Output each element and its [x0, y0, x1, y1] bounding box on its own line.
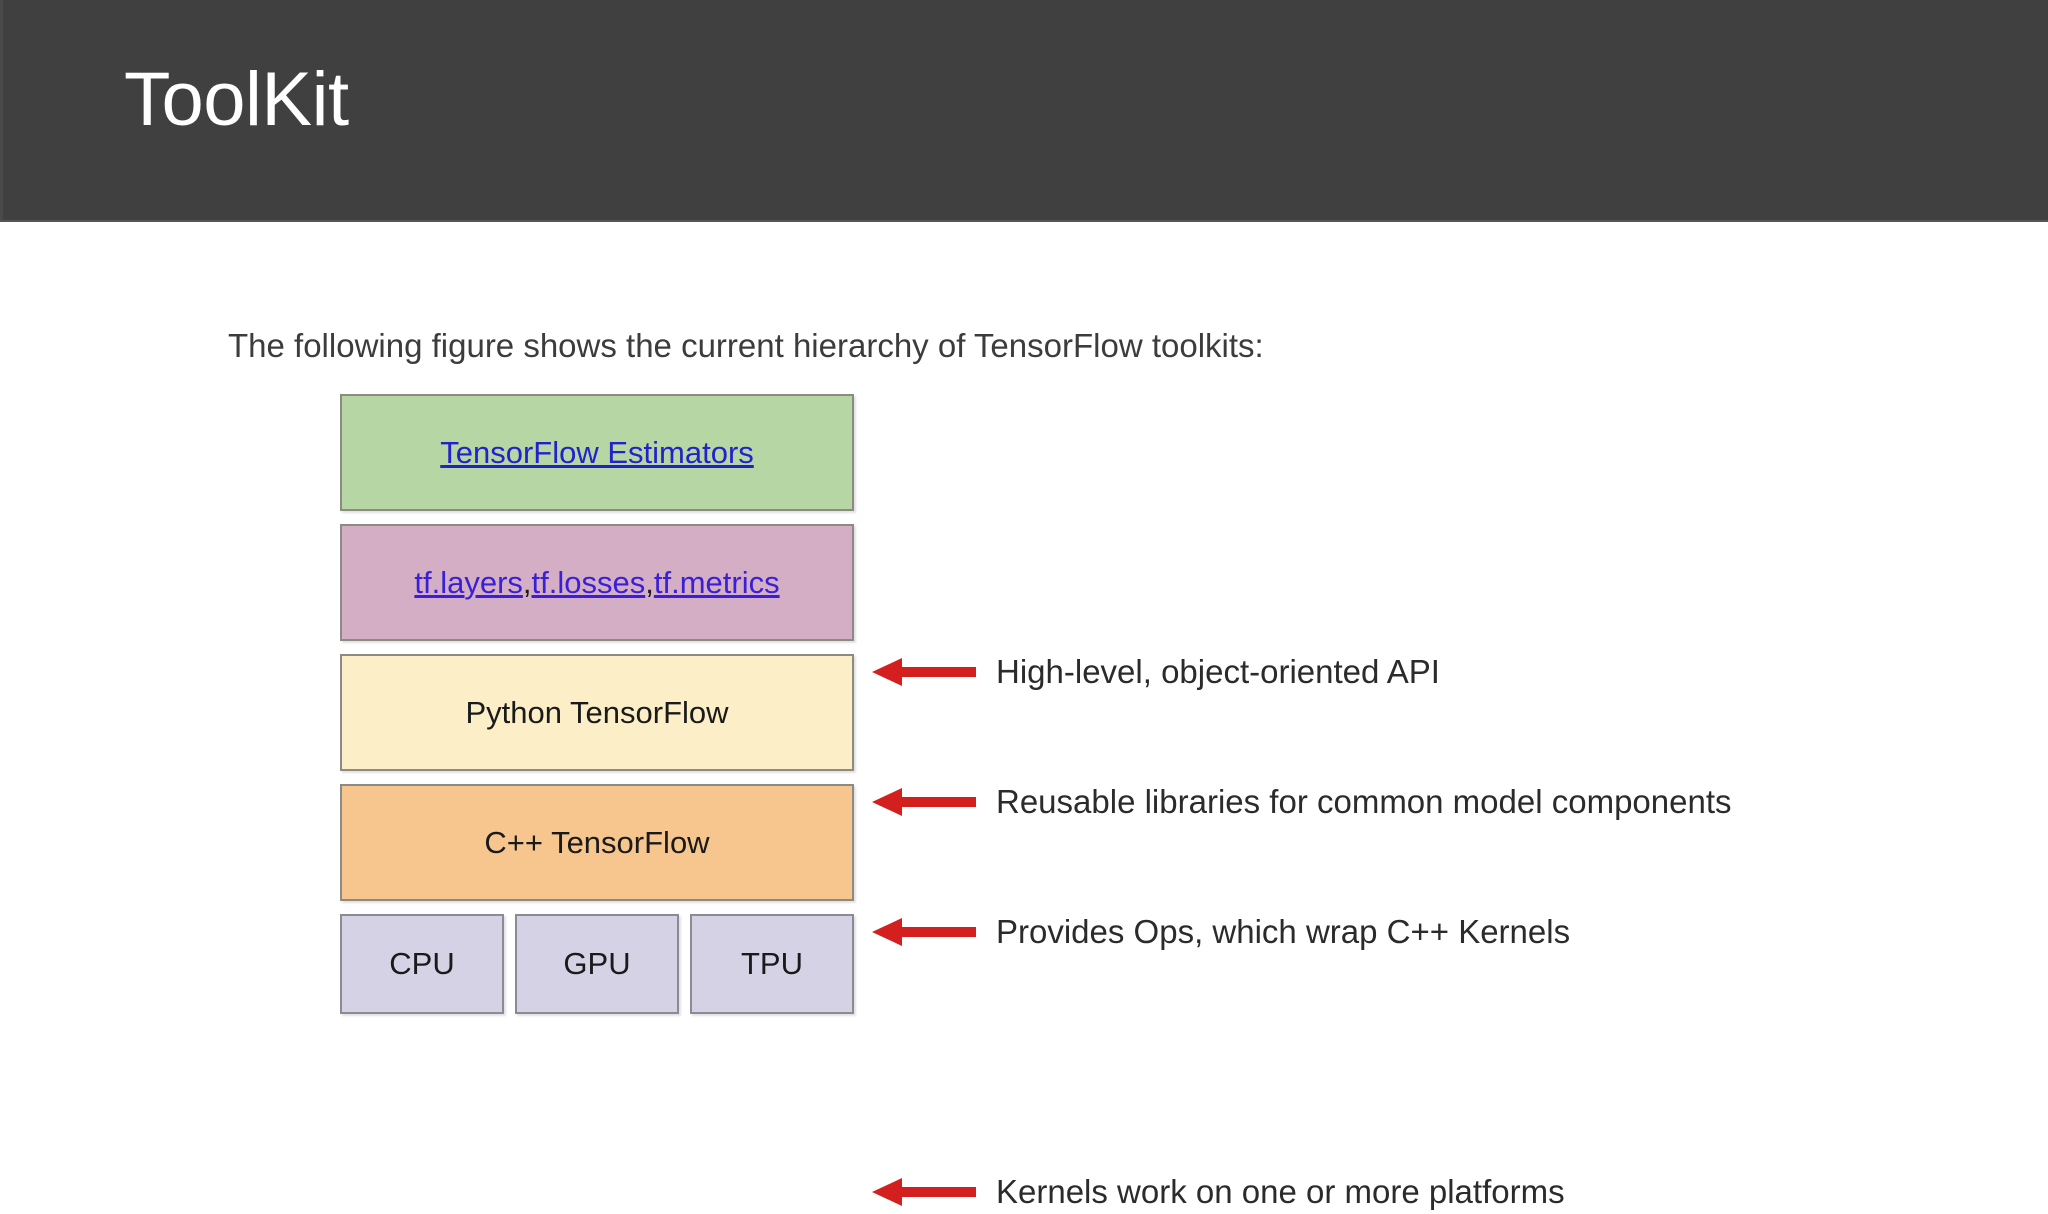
platform-box-gpu: GPU — [515, 914, 679, 1014]
annotation-caption-platforms: Kernels work on one or more platforms — [996, 1173, 1565, 1210]
platform-box-cpu: CPU — [340, 914, 504, 1014]
left-arrow-icon — [872, 1178, 976, 1206]
platform-row: CPU GPU TPU — [340, 914, 854, 1014]
intro-paragraph: The following figure shows the current h… — [228, 327, 1264, 364]
left-arrow-icon — [872, 658, 976, 686]
figure-area: The following figure shows the current h… — [0, 222, 2048, 1210]
annotation-libraries: Reusable libraries for common model comp… — [872, 780, 1732, 824]
link-tensorflow-estimators[interactable]: TensorFlow Estimators — [440, 434, 754, 470]
page-title: ToolKit — [124, 57, 349, 142]
annotation-caption-estimators: High-level, object-oriented API — [996, 653, 1440, 690]
left-arrow-icon — [872, 788, 976, 816]
layer-box-cpp-tensorflow: C++ TensorFlow — [340, 784, 854, 901]
layer-box-python-tensorflow: Python TensorFlow — [340, 654, 854, 771]
link-separator-1: , — [522, 564, 532, 600]
layer-row-python-tensorflow: Python TensorFlow — [340, 654, 854, 771]
link-tf-losses[interactable]: tf.losses — [531, 564, 646, 600]
platform-label-cpu: CPU — [389, 946, 455, 981]
layer-row-libraries: tf.layers, tf.losses, tf.metrics — [340, 524, 854, 641]
toolkit-hierarchy-stack: TensorFlow Estimators tf.layers, tf.loss… — [340, 394, 854, 1014]
layer-box-estimators: TensorFlow Estimators — [340, 394, 854, 511]
platform-label-gpu: GPU — [563, 946, 631, 981]
slide-header-band: ToolKit — [0, 0, 2048, 222]
annotation-caption-python-tensorflow: Provides Ops, which wrap C++ Kernels — [996, 913, 1571, 950]
link-separator-2: , — [645, 564, 654, 600]
annotation-python-tensorflow: Provides Ops, which wrap C++ Kernels — [872, 910, 1570, 954]
layer-row-cpp-tensorflow: C++ TensorFlow — [340, 784, 854, 901]
link-tf-metrics[interactable]: tf.metrics — [653, 564, 780, 600]
left-arrow-icon — [872, 918, 976, 946]
link-tf-layers[interactable]: tf.layers — [414, 564, 523, 600]
annotation-caption-libraries: Reusable libraries for common model comp… — [996, 783, 1732, 820]
platform-box-tpu: TPU — [690, 914, 854, 1014]
layer-row-estimators: TensorFlow Estimators — [340, 394, 854, 511]
layer-label-python-tensorflow: Python TensorFlow — [465, 694, 729, 730]
annotation-estimators: High-level, object-oriented API — [872, 650, 1440, 694]
layer-box-libraries: tf.layers, tf.losses, tf.metrics — [340, 524, 854, 641]
layer-label-cpp-tensorflow: C++ TensorFlow — [484, 824, 710, 860]
annotation-platforms: Kernels work on one or more platforms — [872, 1170, 1565, 1214]
platform-label-tpu: TPU — [741, 946, 803, 981]
